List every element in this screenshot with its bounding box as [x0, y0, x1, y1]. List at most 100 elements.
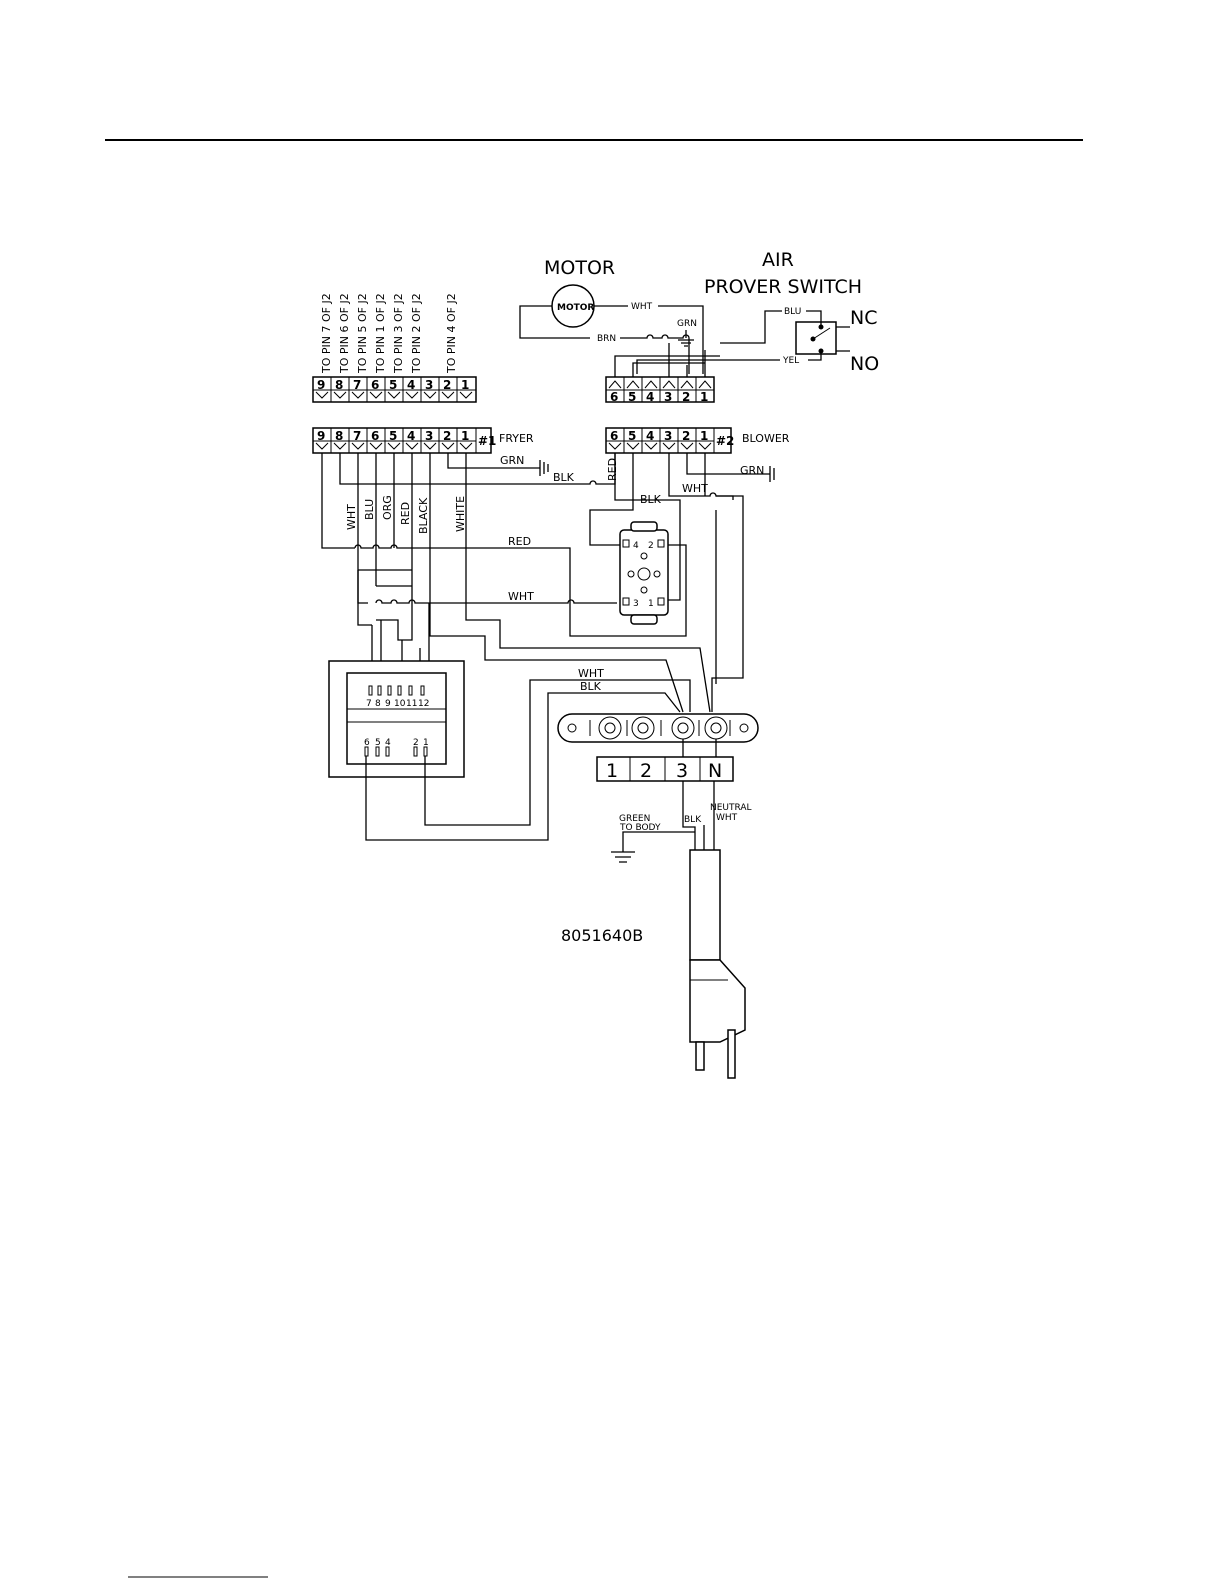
svg-text:11: 11 [406, 699, 417, 709]
svg-text:RED: RED [399, 502, 412, 525]
svg-text:1: 1 [648, 599, 654, 609]
svg-text:TO BODY: TO BODY [619, 823, 661, 833]
svg-text:WHT: WHT [345, 504, 358, 530]
svg-text:YEL: YEL [782, 356, 799, 366]
svg-text:5: 5 [389, 378, 397, 392]
svg-text:10: 10 [394, 699, 406, 709]
svg-text:8: 8 [335, 429, 343, 443]
svg-text:1: 1 [461, 429, 469, 443]
to-pin-label: TO PIN 3 OF J2 [392, 293, 405, 374]
svg-text:N: N [708, 760, 722, 782]
svg-text:9: 9 [317, 378, 325, 392]
svg-text:BLK: BLK [640, 493, 662, 506]
fryer-label: FRYER [499, 432, 534, 445]
fryer-connector: 9 8 7 6 5 4 3 2 1 #1 FRYER [312, 427, 534, 454]
svg-text:2: 2 [443, 378, 451, 392]
svg-text:BLACK: BLACK [417, 497, 430, 534]
svg-text:WHT: WHT [682, 482, 708, 495]
svg-text:2: 2 [648, 541, 654, 551]
svg-text:5: 5 [628, 429, 636, 443]
nc-label: NC [850, 307, 877, 329]
to-pin-label: TO PIN 4 OF J2 [445, 293, 458, 374]
svg-text:1: 1 [700, 390, 708, 404]
svg-text:6: 6 [371, 429, 379, 443]
svg-text:ORG: ORG [381, 495, 394, 520]
svg-text:4: 4 [646, 429, 654, 443]
terminal-block: 1 2 3 N [557, 713, 759, 782]
to-pin-label: TO PIN 1 OF J2 [374, 293, 387, 374]
svg-text:1: 1 [606, 760, 618, 782]
svg-text:3: 3 [633, 599, 639, 609]
blower-number: #2 [716, 434, 734, 448]
svg-text:7: 7 [366, 699, 372, 709]
air-prover-title-1: AIR [762, 249, 794, 271]
motor-label: MOTOR [557, 303, 594, 313]
svg-text:4: 4 [646, 390, 654, 404]
svg-text:6: 6 [364, 738, 370, 748]
relay: 4 2 3 1 [619, 521, 669, 625]
svg-text:5: 5 [389, 429, 397, 443]
svg-text:WHT: WHT [631, 302, 653, 312]
svg-text:BLU: BLU [784, 307, 801, 317]
svg-text:BLK: BLK [580, 680, 602, 693]
air-prover-switch: NC NO BLU YEL [636, 307, 879, 375]
blower-label: BLOWER [742, 432, 790, 445]
svg-text:3: 3 [664, 429, 672, 443]
svg-text:4: 4 [407, 429, 415, 443]
blower-connector: 6 5 4 3 2 1 #2 BLOWER [605, 427, 790, 454]
svg-text:4: 4 [385, 738, 391, 748]
svg-text:2: 2 [682, 390, 690, 404]
to-pin-labels: TO PIN 7 OF J2 TO PIN 6 OF J2 TO PIN 5 O… [320, 293, 458, 374]
svg-text:GRN: GRN [677, 319, 697, 329]
svg-text:NEUTRAL: NEUTRAL [710, 803, 752, 813]
svg-text:3: 3 [676, 760, 688, 782]
svg-text:GREEN: GREEN [619, 814, 650, 824]
svg-text:WHT: WHT [508, 590, 534, 603]
svg-text:2: 2 [413, 738, 419, 748]
motor-title: MOTOR [544, 257, 615, 279]
power-cord: BLK NEUTRAL WHT GREEN TO BODY [611, 781, 752, 1079]
svg-text:4: 4 [633, 541, 639, 551]
fryer-number: #1 [478, 434, 496, 448]
svg-text:WHT: WHT [578, 667, 604, 680]
svg-text:9: 9 [385, 699, 391, 709]
svg-text:BLU: BLU [363, 499, 376, 520]
motor: MOTOR WHT BRN GRN [519, 284, 704, 374]
svg-text:7: 7 [353, 429, 361, 443]
drawing-number: 8051640B [561, 926, 643, 945]
blower-wiring: RED BLK GRN WHT [589, 453, 775, 712]
svg-text:5: 5 [628, 390, 636, 404]
svg-text:6: 6 [610, 390, 618, 404]
to-pin-label: TO PIN 7 OF J2 [320, 293, 333, 374]
svg-text:3: 3 [664, 390, 672, 404]
svg-text:1: 1 [423, 738, 429, 748]
svg-text:12: 12 [418, 699, 429, 709]
svg-text:3: 3 [425, 378, 433, 392]
svg-text:2: 2 [682, 429, 690, 443]
svg-text:RED: RED [508, 535, 531, 548]
svg-text:8: 8 [375, 699, 381, 709]
fryer-harness-plug: 9 8 7 6 5 4 3 2 1 [312, 376, 477, 403]
svg-text:9: 9 [317, 429, 325, 443]
air-prover-title-2: PROVER SWITCH [704, 276, 862, 298]
svg-text:1: 1 [700, 429, 708, 443]
svg-text:4: 4 [407, 378, 415, 392]
svg-text:2: 2 [640, 760, 652, 782]
svg-text:BRN: BRN [597, 334, 616, 344]
svg-text:BLK: BLK [553, 471, 575, 484]
no-label: NO [850, 353, 879, 375]
svg-text:GRN: GRN [740, 464, 764, 477]
svg-text:GRN: GRN [500, 454, 524, 467]
svg-text:5: 5 [375, 738, 381, 748]
svg-text:2: 2 [443, 429, 451, 443]
svg-text:6: 6 [610, 429, 618, 443]
control-board: 7 8 9 10 11 12 6 5 4 2 1 WHT BLK [328, 660, 691, 841]
svg-text:1: 1 [461, 378, 469, 392]
svg-text:7: 7 [353, 378, 361, 392]
blower-harness-plug: 6 5 4 3 2 1 [605, 343, 720, 404]
to-pin-label: TO PIN 5 OF J2 [356, 293, 369, 374]
to-pin-label: TO PIN 2 OF J2 [410, 293, 423, 374]
fryer-wiring: GRN BLK WHT BLU ORG RED BLACK WHITE RED … [321, 453, 711, 713]
svg-text:8: 8 [335, 378, 343, 392]
